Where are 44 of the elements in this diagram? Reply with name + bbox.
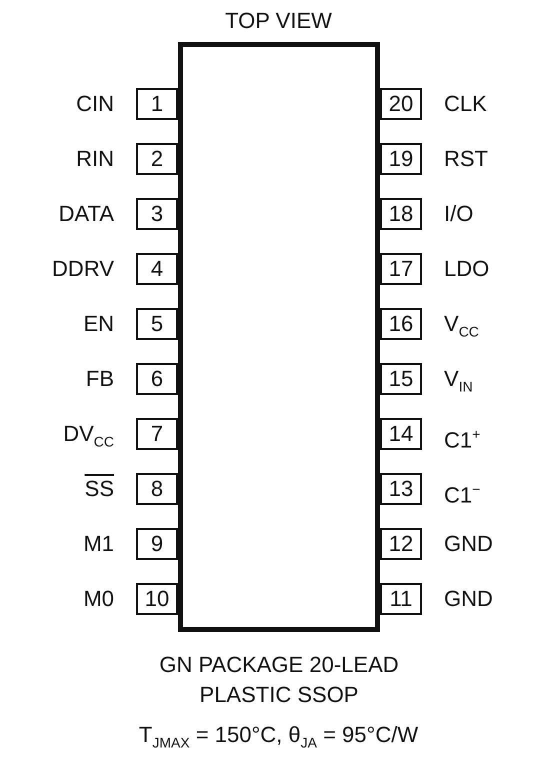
pin-number: 14 bbox=[388, 421, 414, 447]
pin-label: FB bbox=[86, 366, 114, 392]
pin-number: 12 bbox=[388, 531, 414, 557]
pin-label: M1 bbox=[83, 531, 114, 557]
pin-label: V$_{CC}$ bbox=[444, 311, 479, 342]
pin-label: DDRV bbox=[52, 256, 114, 282]
pin-number: 8 bbox=[150, 476, 164, 502]
pin-number: 20 bbox=[388, 91, 414, 117]
pin-number: 3 bbox=[150, 201, 164, 227]
pin-label: GND bbox=[444, 531, 493, 557]
pin-number: 4 bbox=[150, 256, 164, 282]
pin-label: I/O bbox=[444, 201, 474, 227]
pin-number: 19 bbox=[388, 146, 414, 172]
pin-label: CIN bbox=[76, 91, 114, 117]
pin-number: 2 bbox=[150, 146, 164, 172]
pin-label: C1$^{+}$ bbox=[444, 425, 480, 454]
pin-label: RIN bbox=[76, 146, 114, 172]
pin-number: 16 bbox=[388, 311, 414, 337]
pin-label: EN bbox=[83, 311, 114, 337]
pin-number: 6 bbox=[150, 366, 164, 392]
pin-label: DATA bbox=[58, 201, 114, 227]
pin-label: C1$^{−}$ bbox=[444, 480, 480, 508]
pin-number: 9 bbox=[150, 531, 164, 557]
package-caption: GN PACKAGE 20-LEAD PLASTIC SSOP bbox=[158, 651, 400, 709]
pin-label: V$_{IN}$ bbox=[444, 366, 473, 396]
pin-label: DV$_{CC}$ bbox=[63, 421, 114, 452]
pin-label: CLK bbox=[444, 91, 487, 117]
pin-number: 18 bbox=[388, 201, 414, 227]
view-title: TOP VIEW bbox=[224, 8, 333, 34]
pin-label: RST bbox=[444, 146, 488, 172]
pin-label: SS bbox=[84, 476, 114, 502]
pin-label: M0 bbox=[83, 586, 114, 612]
pin-number: 10 bbox=[144, 586, 170, 612]
chip-body bbox=[178, 42, 380, 632]
thermal-note: T$_{JMAX}$ = 150°C, θ$_{JA}$ = 95°C/W bbox=[138, 722, 420, 750]
pin-label: GND bbox=[444, 586, 493, 612]
pin-number: 17 bbox=[388, 256, 414, 282]
pin-label: LDO bbox=[444, 256, 490, 282]
pin-number: 15 bbox=[388, 366, 414, 392]
pin-number: 11 bbox=[388, 586, 414, 612]
pin-number: 7 bbox=[150, 421, 164, 447]
pin-number: 1 bbox=[150, 91, 164, 117]
pin-number: 5 bbox=[150, 311, 164, 337]
pin-number: 13 bbox=[388, 476, 414, 502]
